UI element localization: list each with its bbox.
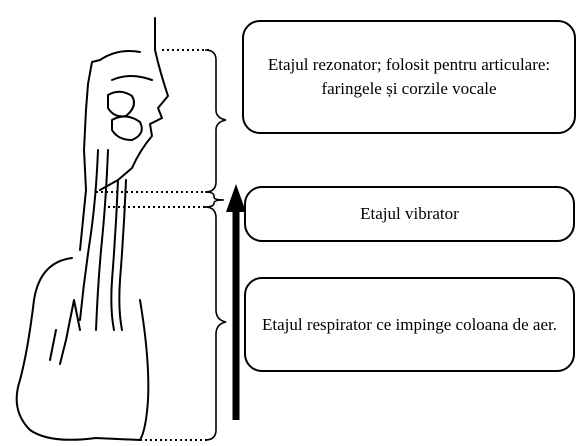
label-rezonator: Etajul rezonator; folosit pentru articul… (242, 20, 576, 134)
brace-respirator (205, 207, 226, 440)
torso-front-line (80, 190, 86, 250)
oral-cavity (108, 92, 134, 117)
bronchi (50, 300, 80, 364)
airflow-arrow-head (226, 184, 246, 212)
lung-outline (17, 258, 140, 440)
label-respirator-text: Etajul respirator ce impinge coloana de … (262, 313, 557, 337)
tongue-shape (112, 116, 142, 140)
label-rezonator-text: Etajul rezonator; folosit pentru articul… (254, 53, 564, 101)
esophagus (111, 180, 118, 330)
label-vibrator: Etajul vibrator (244, 186, 575, 242)
brace-vibrator (205, 192, 224, 207)
trachea-right (96, 150, 108, 330)
esophagus-inner (119, 180, 126, 330)
label-respirator: Etajul respirator ce impinge coloana de … (244, 277, 575, 372)
nasal-cavity (112, 76, 152, 80)
trachea-left (80, 150, 98, 320)
torso-back (140, 300, 148, 440)
brace-rezonator (205, 50, 226, 192)
label-vibrator-text: Etajul vibrator (360, 202, 459, 226)
